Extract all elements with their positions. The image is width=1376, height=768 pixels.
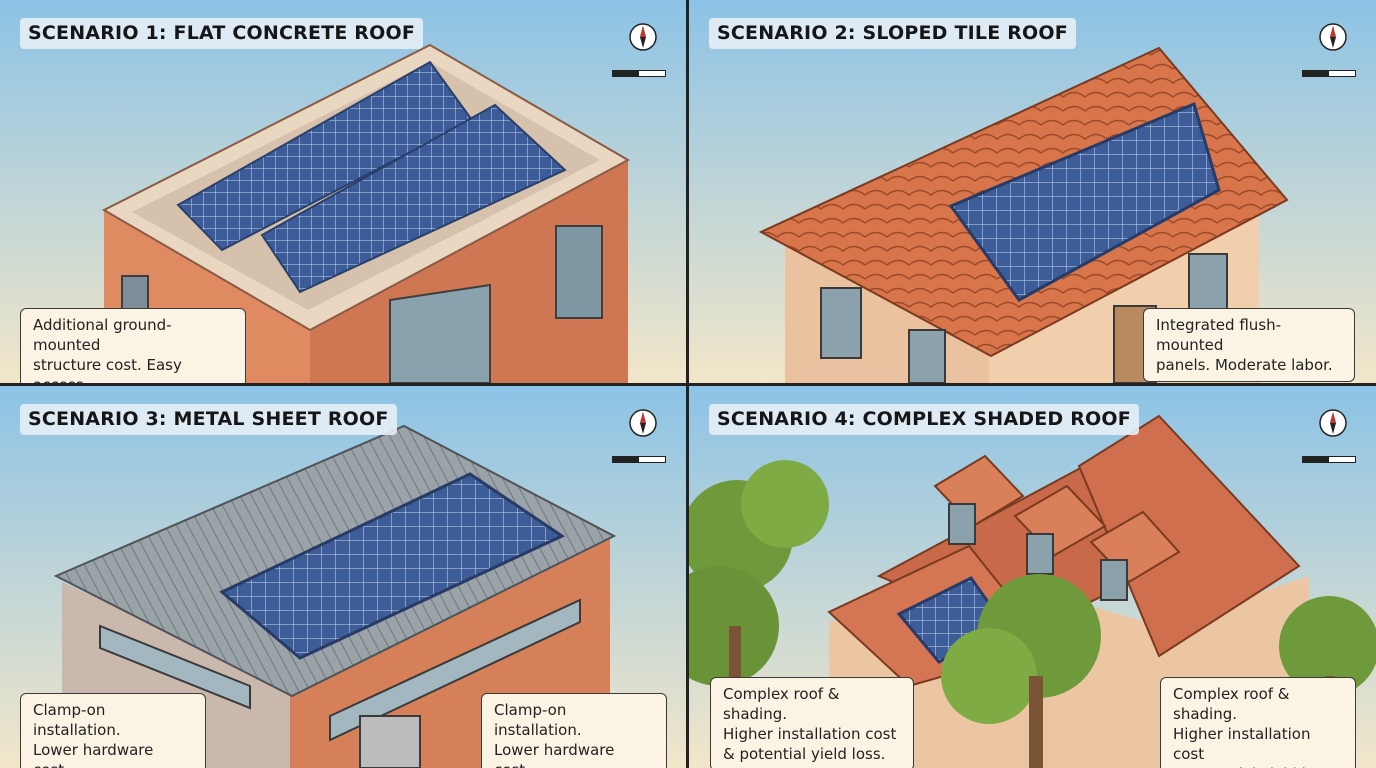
tile-roof-illustration [689, 0, 1376, 383]
panel-metal-sheet-roof: SCENARIO 3: METAL SHEET ROOF Clamp-on in… [0, 386, 686, 768]
note-metal-roof-right: Clamp-on installation. Lower hardware co… [481, 693, 667, 768]
note-text: Clamp-on installation. Lower hardware co… [494, 701, 615, 768]
scale-bar [612, 70, 666, 77]
note-complex-roof-right: Complex roof & shading. Higher installat… [1160, 677, 1356, 768]
scale-bar [1302, 70, 1356, 77]
divider-horizontal [0, 383, 1376, 386]
note-text: Complex roof & shading. Higher installat… [723, 685, 897, 763]
note-text: Additional ground-mounted structure cost… [33, 316, 182, 383]
scale-bar [1302, 456, 1356, 463]
compass-icon [1319, 409, 1347, 437]
panel-title: SCENARIO 4: COMPLEX SHADED ROOF [709, 404, 1139, 435]
panel-flat-concrete-roof: SCENARIO 1: FLAT CONCRETE ROOF Additiona… [0, 0, 686, 383]
compass-icon [1319, 23, 1347, 51]
panel-title: SCENARIO 3: METAL SHEET ROOF [20, 404, 397, 435]
scale-bar [612, 456, 666, 463]
note-flat-roof: Additional ground-mounted structure cost… [20, 308, 246, 383]
note-text: Clamp-on installation. Lower hardware co… [33, 701, 154, 768]
note-tile-roof: Integrated flush-mounted panels. Moderat… [1143, 308, 1355, 382]
panel-complex-shaded-roof: SCENARIO 4: COMPLEX SHADED ROOF Complex … [689, 386, 1376, 768]
panel-sloped-tile-roof: SCENARIO 2: SLOPED TILE ROOF Integrated … [689, 0, 1376, 383]
note-metal-roof-left: Clamp-on installation. Lower hardware co… [20, 693, 206, 768]
compass-icon [629, 409, 657, 437]
panel-title: SCENARIO 1: FLAT CONCRETE ROOF [20, 18, 424, 49]
note-complex-roof-left: Complex roof & shading. Higher installat… [710, 677, 914, 768]
note-text: Complex roof & shading. Higher installat… [1173, 685, 1335, 768]
panel-title: SCENARIO 2: SLOPED TILE ROOF [709, 18, 1076, 49]
note-text: Integrated flush-mounted panels. Moderat… [1156, 316, 1333, 374]
compass-icon [629, 23, 657, 51]
